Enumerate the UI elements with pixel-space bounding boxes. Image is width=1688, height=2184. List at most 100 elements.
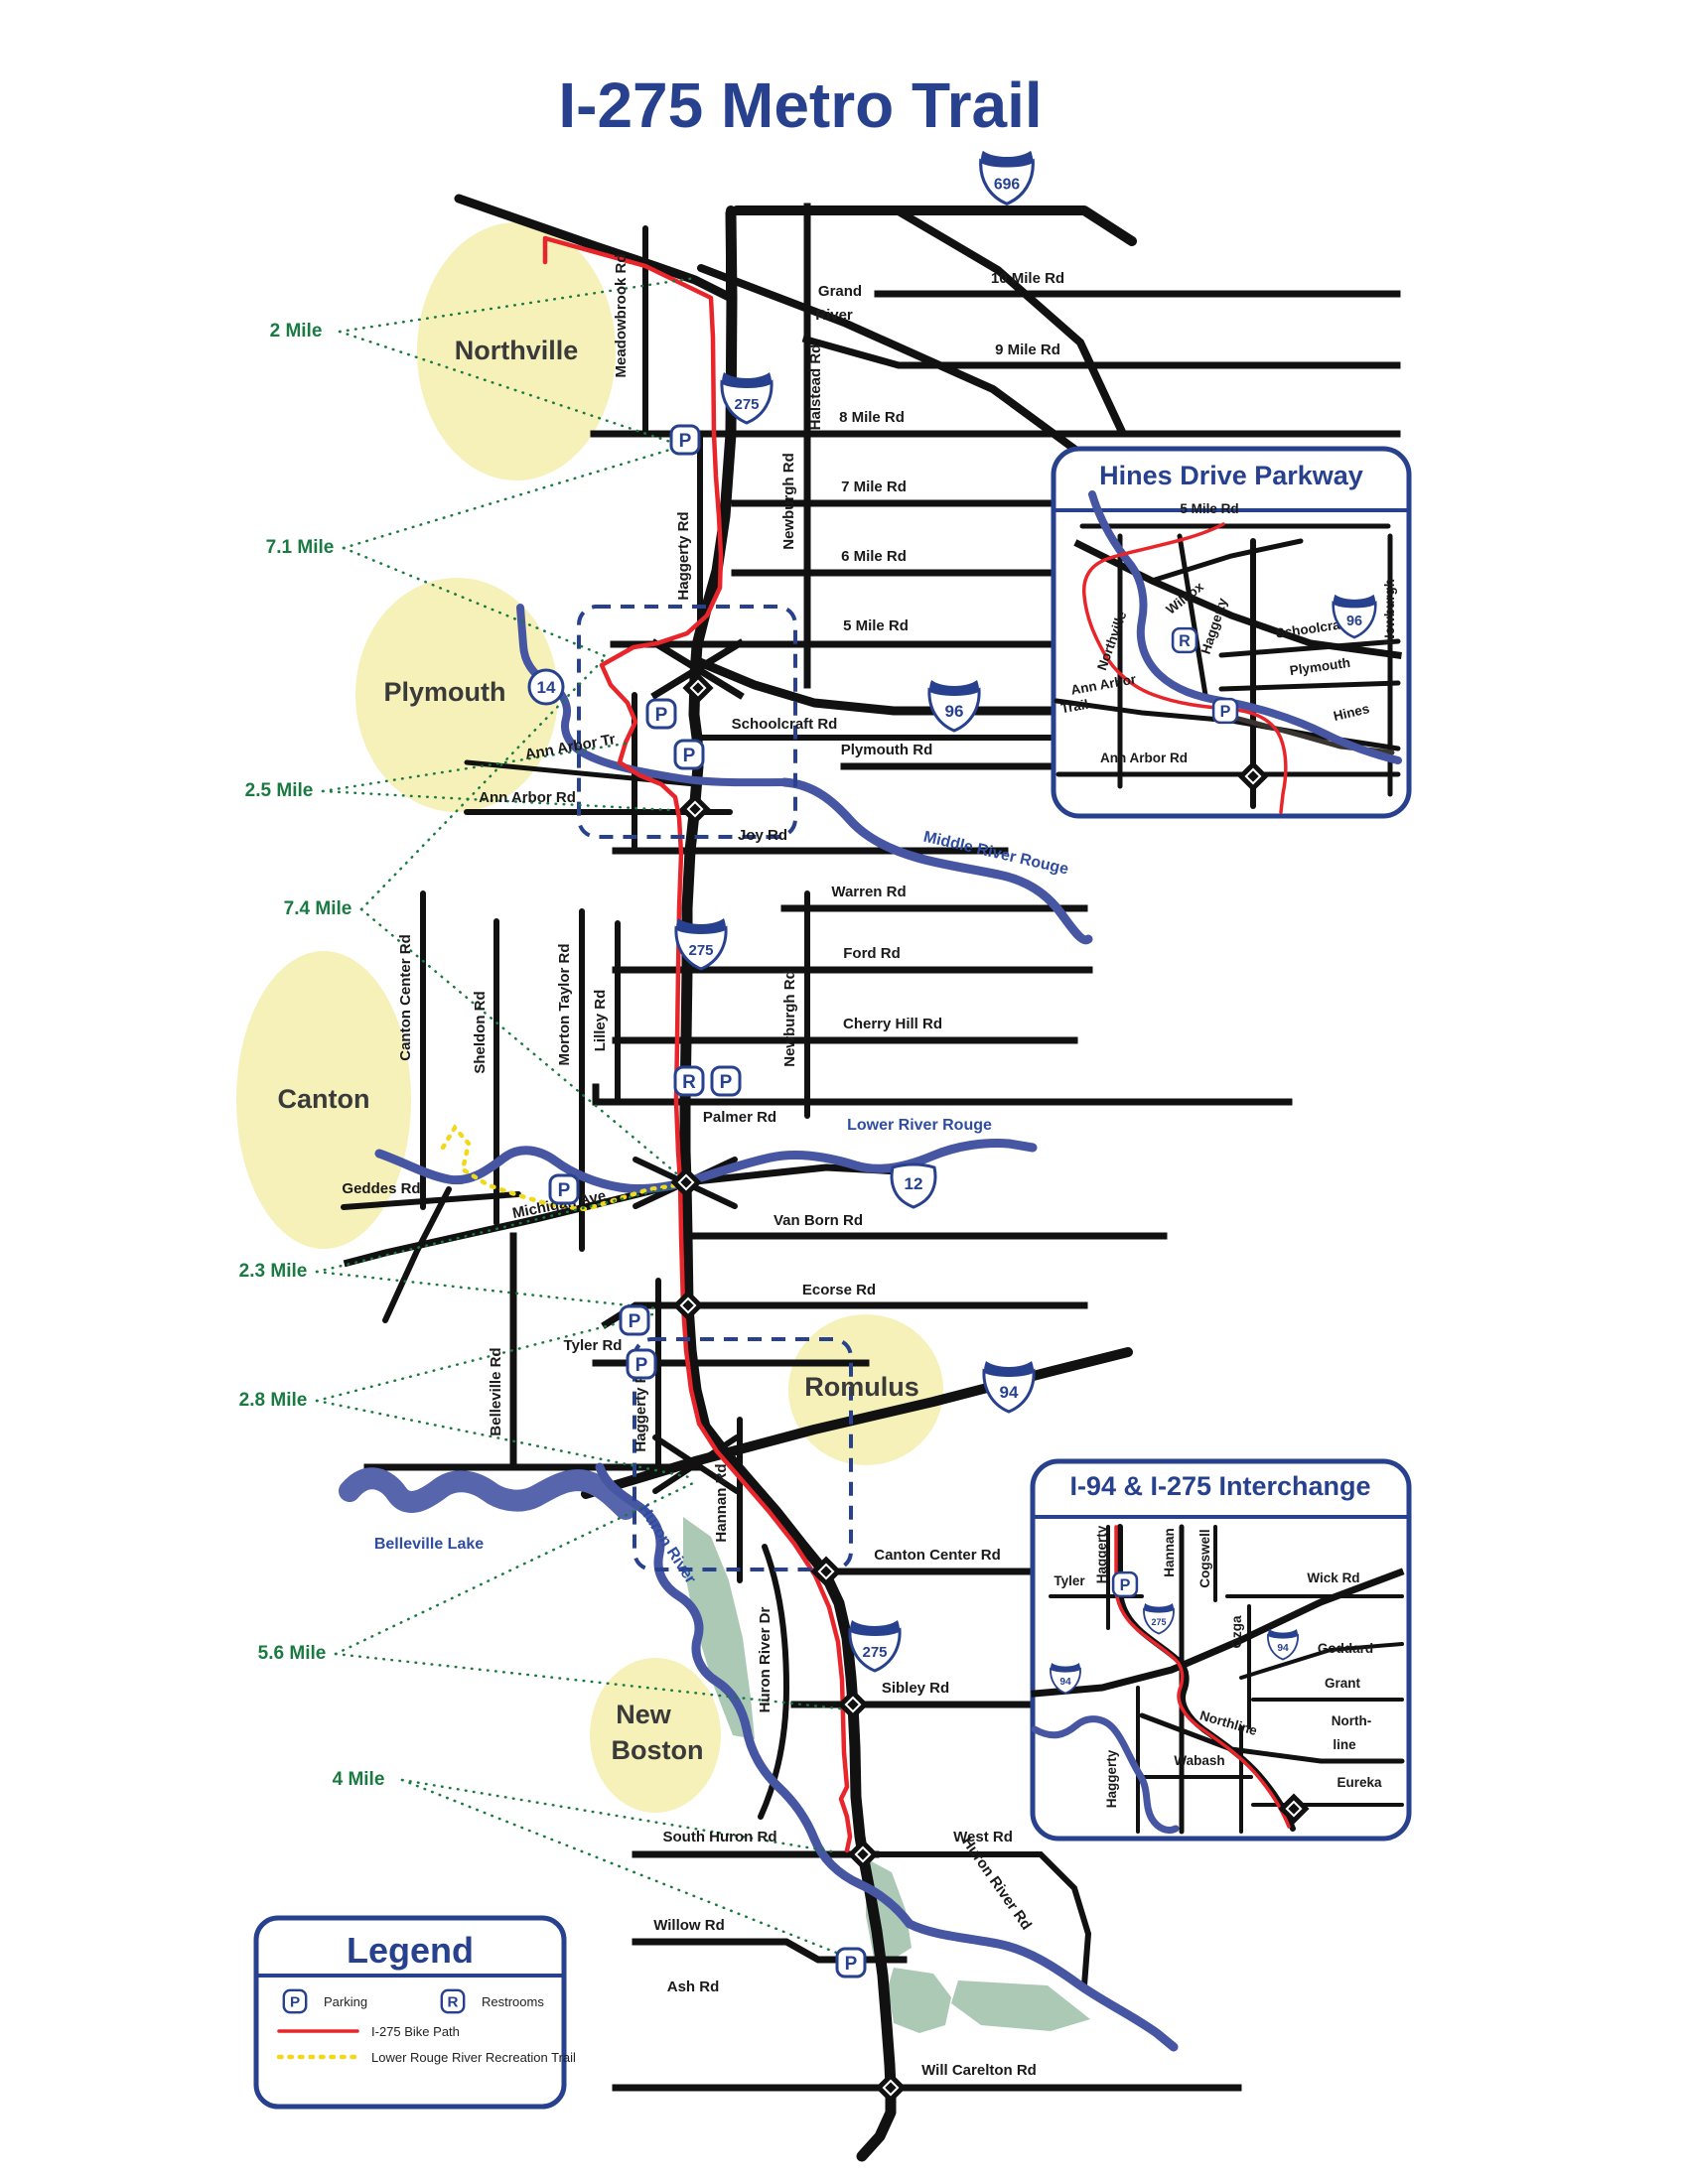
shield-number: 275 [862,1644,887,1661]
road-label-lilley-rd: Lilley Rd [592,990,609,1052]
road-label-trail: Trail [1059,697,1089,717]
shield-number: 14 [537,678,556,697]
road-canton-diagonal [382,1186,452,1323]
road-label-wick-rd: Wick Rd [1307,1570,1359,1585]
road-label-ann-arbor-rd: Ann Arbor Rd [1100,751,1188,765]
shield-number: 94 [1277,1643,1289,1654]
road-west-huron-river [873,1851,1092,1988]
mile-marker-5-6-mile: 5.6 Mile [258,1643,327,1664]
road-label-canton-center-rd: Canton Center Rd [397,934,414,1061]
inset-hines-panel [1051,446,1412,819]
shield-number: 696 [994,177,1021,194]
mile-marker-7-4-mile: 7.4 Mile [284,898,352,919]
road-label-sibley-rd: Sibley Rd [882,1680,949,1697]
road-label-joy-rd: Joy Rd [738,827,787,844]
parking-marker-icon: P [835,1947,867,1979]
mile-pointer-7-4-mile [359,907,683,1179]
shield-number: 96 [945,702,964,721]
road-label-plymouth-rd: Plymouth Rd [841,742,933,758]
legend-panel [253,1915,567,2110]
city-area-plymouth [355,578,558,812]
parking-marker-icon: P [645,698,677,730]
interstate-shield-icon-94: 94 [1050,1663,1081,1695]
parking-marker-icon: P [1111,1570,1139,1598]
parking-marker-icon: P [673,739,705,770]
mile-pointer-7-1-mile [342,546,610,659]
mile-marker-2-8-mile: 2.8 Mile [239,1390,308,1411]
city-area-northville [417,222,616,480]
parking-marker-icon: P [710,1065,742,1097]
inset-hines-road-branch [1149,538,1304,584]
road-label-hannan: Hannan [1162,1528,1177,1577]
city-areas [236,222,943,1813]
road-label-south-huron-rd: South Huron Rd [663,1829,777,1845]
inset-hines-drive-parkway [1051,446,1412,819]
marker-letter: R [682,1072,696,1093]
marker-letter: P [1120,1576,1131,1594]
road-label-newburgh: Newburgh [1382,579,1397,644]
parking-marker-icon: P [548,1173,580,1205]
i275-bike-path [542,235,853,1853]
road-label-palmer-rd: Palmer Rd [703,1109,776,1126]
road-label-line: line [1333,1737,1356,1752]
road-label-haggerty-rd: Haggerty Rd [675,511,692,600]
mile-marker-7-1-mile: 7.1 Mile [266,537,335,558]
road-northwest-diagonal [454,194,736,303]
state-route-shield-icon-14: 14 [527,668,565,706]
interstate-shield-icon-696: 696 [979,150,1035,206]
shield-number: 94 [1059,1677,1071,1688]
inset-hines-road-haggerty [1177,533,1208,698]
mile-pointer-2-3-mile [315,1270,658,1310]
restroom-marker-icon: R [440,1988,466,2014]
road-label-north: North- [1332,1713,1372,1728]
parking-marker-icon: P [1211,697,1239,725]
inset-title-i94: I-94 & I-275 Interchange [1069,1471,1370,1501]
road-geddes [341,1191,521,1210]
dynamic-labels: I-275 Metro TrailNorthvillePlymouthCanto… [239,69,1397,2104]
city-label-new-boston: New [616,1700,672,1729]
city-label-canton: Canton [278,1084,370,1114]
road-label-willow-rd: Willow Rd [653,1917,725,1934]
legend-box [253,1915,567,2110]
inset-hines-road-schoolcraft [1218,638,1401,658]
freeway-i696 [732,205,1137,246]
city-area-canton [236,951,411,1249]
road-label-ash-rd: Ash Rd [667,1979,720,1995]
mile-pointer-2-mile [338,330,675,445]
inset-i94-bike-path [1114,1525,1291,1829]
legend-label-lower-rouge-river-recreation-trail: Lower Rouge River Recreation Trail [371,2050,576,2065]
interstate-shield-icon-96: 96 [1332,594,1377,639]
inset-i94-river [1031,1715,1180,1835]
road-top-diagonal [895,207,1126,436]
mile-pointer-7-4-mile [359,658,605,911]
legend-label-i-275-bike-path: I-275 Bike Path [371,2024,460,2039]
inset-hines-bike-path [1081,522,1288,814]
us-route-shield-icon-12: 12 [890,1162,937,1209]
road-label-sheldon-rd: Sheldon Rd [472,991,489,1073]
marker-letter: P [558,1180,571,1201]
road-label-cogswell: Cogswell [1197,1529,1212,1587]
interchange-i94-bowtie [652,1434,740,1494]
river-label-lower-river-rouge: Lower River Rouge [847,1117,992,1134]
road-label-haggerty-rd: Haggerty Rd [633,1363,649,1451]
road-label-9-mile-rd: 9 Mile Rd [995,341,1060,358]
road-label-huron-river-dr: Huron River Dr [757,1606,774,1712]
interchange-diamond-icon [670,1166,702,1198]
restroom-marker-icon: R [1171,626,1198,654]
mile-pointer-4-mile [400,1778,839,1854]
interchange-diamond-icon [875,2072,907,2104]
freeway-i96 [690,655,1177,716]
marker-letter: P [683,746,696,766]
interchange-diamond-icon [672,1290,704,1321]
parking-marker-icon: P [619,1304,650,1336]
inset-title-hines: Hines Drive Parkway [1099,461,1363,490]
legend-title: Legend [347,1930,474,1971]
road-label-belleville-rd: Belleville Rd [488,1347,504,1435]
shield-number: 275 [688,942,713,959]
city-label-plymouth: Plymouth [383,677,505,707]
city-label-new-boston: Boston [612,1735,704,1765]
mile-pointer-7-1-mile [342,447,675,550]
road-label-van-born-rd: Van Born Rd [774,1212,863,1229]
road-label-will-carelton-rd: Will Carelton Rd [921,2062,1037,2079]
